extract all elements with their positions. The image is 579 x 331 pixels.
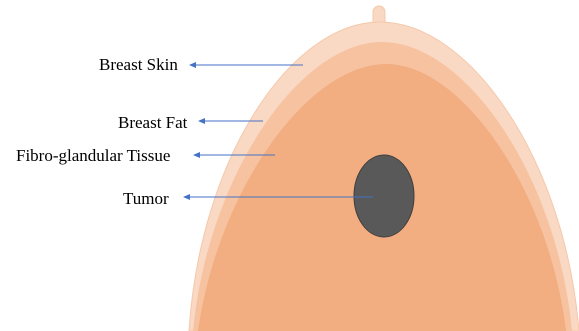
arrow-breast-skin bbox=[189, 62, 303, 68]
label-breast-fat: Breast Fat bbox=[118, 113, 188, 132]
tumor bbox=[354, 155, 414, 237]
label-fibro-glandular-tissue: Fibro-glandular Tissue bbox=[16, 146, 170, 165]
label-tumor: Tumor bbox=[123, 189, 169, 208]
label-breast-skin: Breast Skin bbox=[99, 55, 178, 74]
